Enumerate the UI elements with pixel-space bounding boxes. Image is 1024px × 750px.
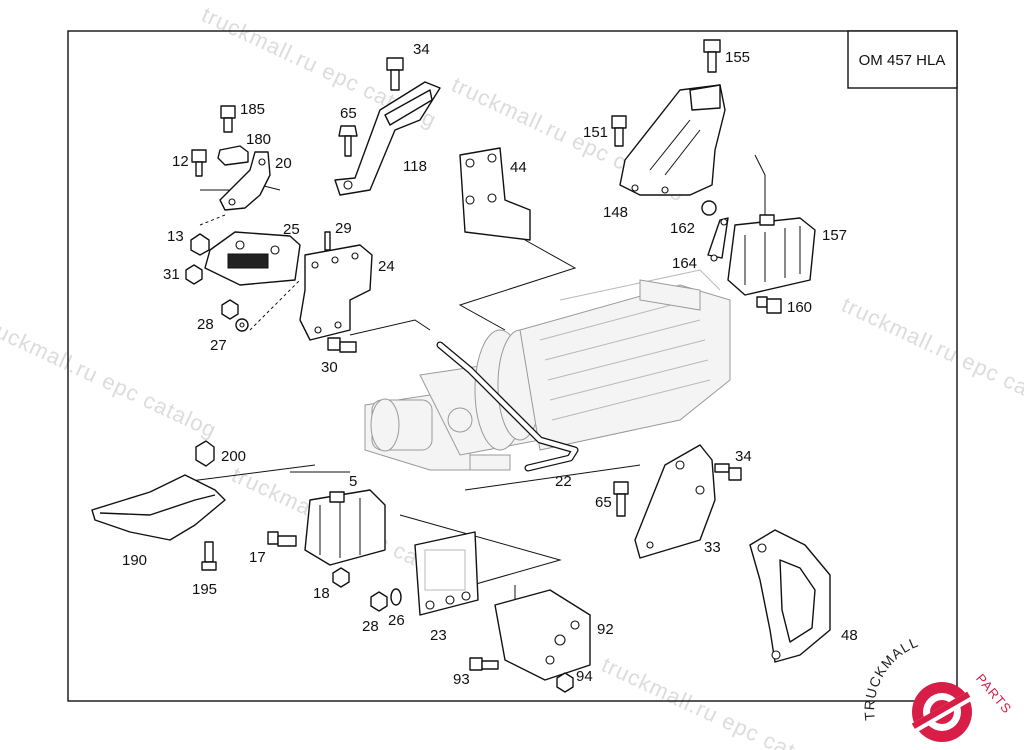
gear-icon	[911, 682, 973, 742]
callout-5: 5	[349, 473, 357, 490]
bracket-44[interactable]	[459, 147, 531, 241]
callout-30: 30	[321, 359, 338, 376]
callout-28: 28	[197, 316, 214, 333]
leader-lines	[174, 154, 766, 600]
nut-28-top[interactable]	[221, 299, 239, 320]
svg-text:truckmall.ru epc catalog: truckmall.ru epc catalog	[0, 312, 221, 443]
callout-190: 190	[122, 552, 147, 569]
callout-65-lower: 65	[595, 494, 612, 511]
callout-162: 162	[670, 220, 695, 237]
link-164[interactable]	[707, 217, 729, 262]
nut-162[interactable]	[701, 200, 717, 216]
rod-22[interactable]	[436, 341, 579, 472]
bracket-92[interactable]	[494, 589, 591, 681]
callout-160: 160	[787, 299, 812, 316]
callout-17: 17	[249, 549, 266, 566]
bolt-30[interactable]	[327, 337, 357, 353]
nut-31[interactable]	[185, 264, 203, 285]
callout-200: 200	[221, 448, 246, 465]
callout-31: 31	[163, 266, 180, 283]
callout-151: 151	[583, 124, 608, 141]
svg-text:PARTS: PARTS	[973, 671, 1015, 717]
plate-23[interactable]	[414, 531, 479, 616]
callout-labels: 185 180 12 20 65 34 118 44 151 155 148 1…	[122, 41, 858, 688]
callout-24: 24	[378, 258, 395, 275]
callout-65: 65	[340, 105, 357, 122]
bolt-65-bottom[interactable]	[613, 481, 629, 517]
callout-22: 22	[555, 473, 572, 490]
bolt-12[interactable]	[191, 149, 207, 177]
bracket-148[interactable]	[619, 84, 726, 196]
washer-27[interactable]	[235, 318, 249, 332]
callout-148: 148	[603, 204, 628, 221]
bolt-195[interactable]	[201, 541, 217, 571]
callout-34: 34	[413, 41, 430, 58]
callout-33: 33	[704, 539, 721, 556]
callout-164: 164	[672, 255, 697, 272]
mount-157[interactable]	[727, 214, 816, 296]
bolt-34-bottom[interactable]	[714, 463, 742, 481]
callout-13: 13	[167, 228, 184, 245]
svg-text:truckmall.ru epc catalog: truckmall.ru epc catalog	[838, 292, 1024, 423]
callout-28-lower: 28	[362, 618, 379, 635]
callout-25: 25	[283, 221, 300, 238]
callout-93: 93	[453, 671, 470, 688]
bracket-48[interactable]	[749, 529, 831, 663]
svg-text:TRUCKMALL: TRUCKMALL	[861, 634, 921, 722]
callout-195: 195	[192, 581, 217, 598]
callout-94: 94	[576, 668, 593, 685]
callout-92: 92	[597, 621, 614, 638]
bracket-24[interactable]	[299, 244, 373, 341]
callout-29: 29	[335, 220, 352, 237]
plate-25[interactable]	[204, 231, 301, 286]
nut-28-bottom[interactable]	[370, 591, 388, 612]
model-box	[847, 30, 958, 89]
engine-ghost	[364, 269, 731, 471]
callout-180: 180	[246, 131, 271, 148]
model-code: OM 457 HLA	[859, 52, 946, 69]
bolt-155[interactable]	[703, 39, 721, 73]
callout-44: 44	[510, 159, 527, 176]
cover-190[interactable]	[91, 474, 226, 541]
bolt-160[interactable]	[756, 296, 782, 314]
callout-34-lower: 34	[735, 448, 752, 465]
callout-118: 118	[403, 158, 427, 175]
callout-155: 155	[725, 49, 750, 66]
callout-157: 157	[822, 227, 847, 244]
callout-20: 20	[275, 155, 292, 172]
bracket-33[interactable]	[634, 444, 716, 559]
nut-94[interactable]	[556, 672, 574, 693]
bolt-65-top[interactable]	[338, 125, 358, 157]
mount-5[interactable]	[304, 489, 386, 566]
callout-185: 185	[240, 101, 265, 118]
truckmall-logo: TRUCKMALL PARTS	[861, 634, 1015, 742]
nut-13[interactable]	[190, 233, 210, 256]
bracket-20[interactable]	[219, 151, 271, 211]
bolt-17[interactable]	[267, 531, 297, 547]
block-180[interactable]	[217, 145, 249, 166]
bolt-185[interactable]	[220, 105, 236, 133]
bolt-34-top[interactable]	[386, 57, 404, 91]
nut-200[interactable]	[195, 440, 215, 467]
pin-29[interactable]	[324, 231, 331, 251]
callout-12: 12	[172, 153, 189, 170]
diagram-frame	[67, 30, 958, 702]
callout-26: 26	[388, 612, 405, 629]
callout-18: 18	[313, 585, 330, 602]
callout-27: 27	[210, 337, 227, 354]
bracket-118[interactable]	[334, 81, 441, 196]
bolt-151[interactable]	[611, 115, 627, 147]
washer-26[interactable]	[390, 588, 402, 606]
callout-23: 23	[430, 627, 447, 644]
bolt-93[interactable]	[469, 657, 499, 671]
callout-48: 48	[841, 627, 858, 644]
nut-18[interactable]	[332, 567, 350, 588]
